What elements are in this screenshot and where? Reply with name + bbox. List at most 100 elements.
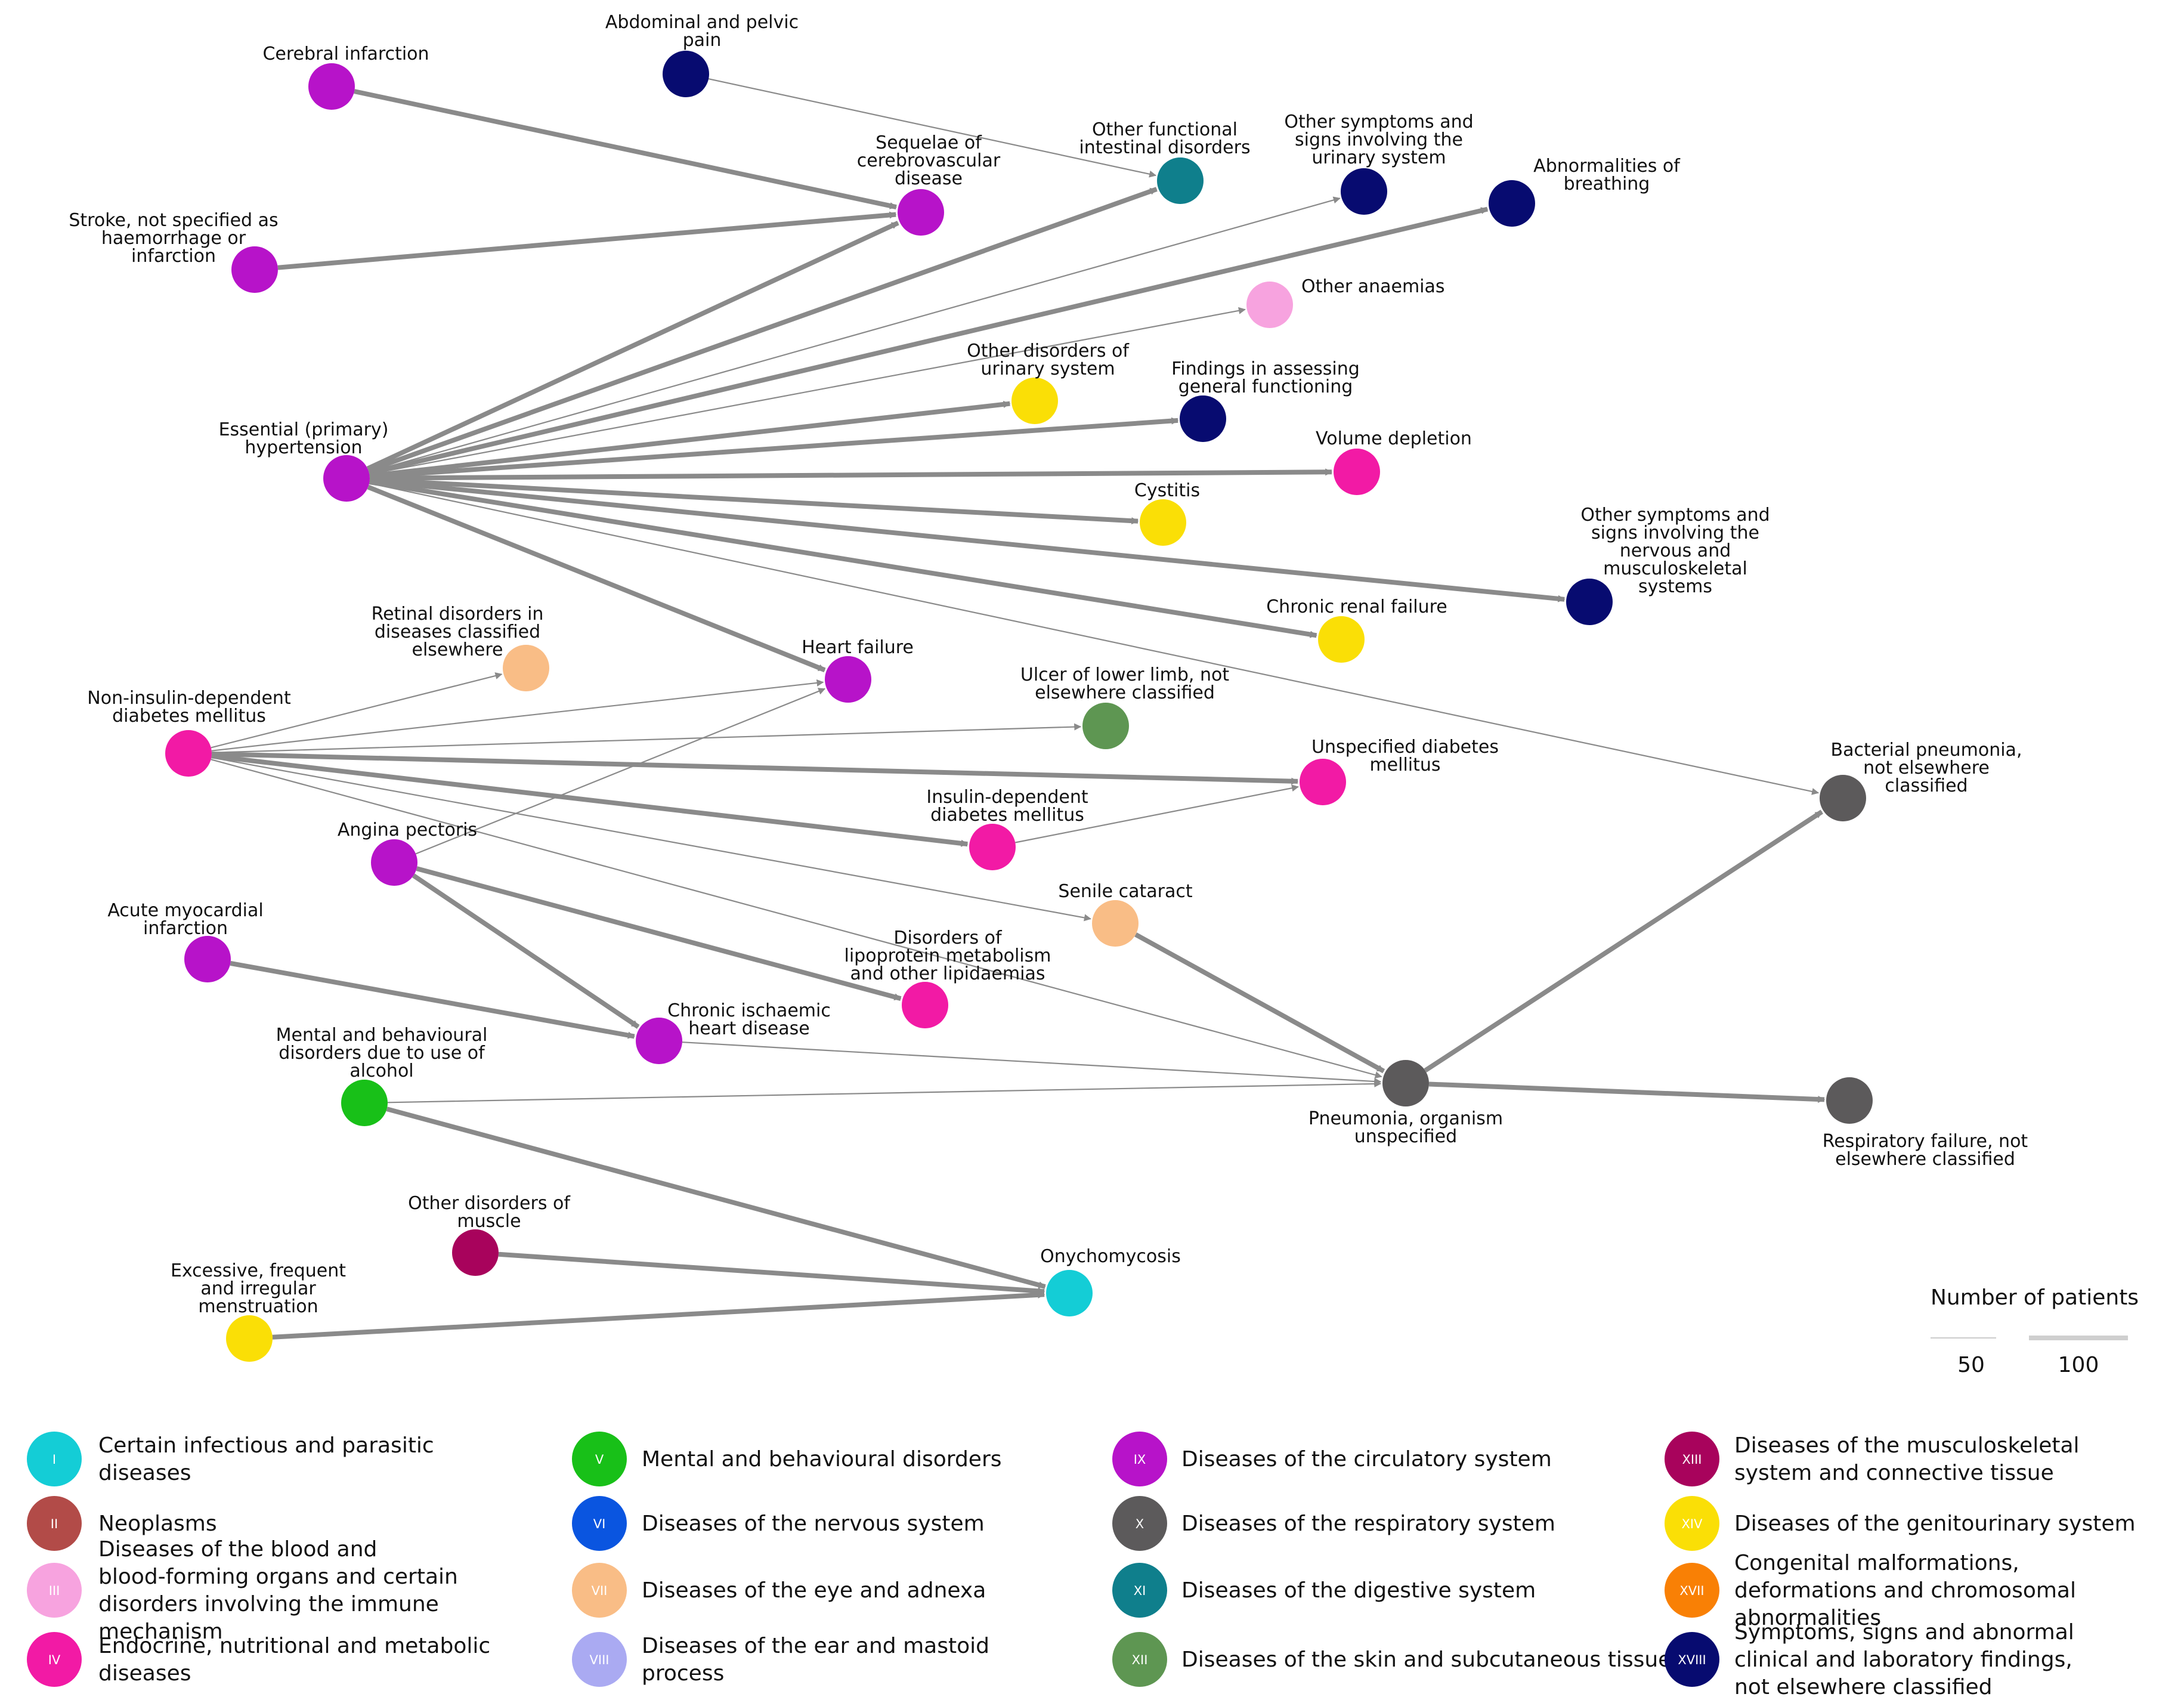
node-circle[interactable] bbox=[1246, 282, 1293, 328]
node-chronic-renal-failure[interactable]: Chronic renal failure bbox=[1266, 596, 1447, 663]
node-circle[interactable] bbox=[902, 982, 948, 1028]
legend-swatch bbox=[1112, 1563, 1167, 1618]
node-circle[interactable] bbox=[1157, 157, 1204, 204]
node-circle[interactable] bbox=[1489, 180, 1535, 227]
legend-numeral: XII bbox=[1132, 1653, 1148, 1667]
node-circle[interactable] bbox=[503, 645, 549, 691]
node-circle[interactable] bbox=[231, 246, 278, 293]
node-circle[interactable] bbox=[1341, 168, 1387, 215]
node-circle[interactable] bbox=[308, 63, 355, 110]
node-circle[interactable] bbox=[1334, 449, 1380, 495]
edge-essential-hypertension-to-volume-depletion bbox=[369, 468, 1333, 481]
node-circle[interactable] bbox=[1826, 1077, 1873, 1124]
size-legend-label-50: 50 bbox=[1957, 1353, 1985, 1377]
node-circle[interactable] bbox=[1092, 900, 1139, 947]
node-circle[interactable] bbox=[184, 936, 231, 982]
edge-acute-myocardial-infarction-to-chronic-ischaemic-heart bbox=[230, 960, 635, 1039]
node-circle[interactable] bbox=[969, 824, 1016, 870]
node-senile-cataract[interactable]: Senile cataract bbox=[1058, 881, 1193, 947]
legend-swatch bbox=[27, 1432, 82, 1486]
node-circle[interactable] bbox=[1011, 378, 1058, 424]
edge-essential-hypertension-to-cystitis bbox=[369, 477, 1139, 525]
legend-numeral: VII bbox=[592, 1584, 608, 1598]
node-essential-hypertension[interactable]: Essential (primary)hypertension bbox=[219, 419, 389, 502]
legend-swatch bbox=[1665, 1496, 1719, 1551]
node-circle[interactable] bbox=[165, 730, 212, 777]
legend-swatch bbox=[572, 1632, 627, 1687]
node-circle[interactable] bbox=[1046, 1270, 1093, 1316]
legend-swatch bbox=[27, 1496, 82, 1551]
edge-essential-hypertension-to-other-symptoms-urinary bbox=[369, 196, 1341, 473]
node-circle[interactable] bbox=[636, 1018, 682, 1064]
legend-swatch bbox=[27, 1563, 82, 1618]
node-label: Angina pectoris bbox=[338, 820, 477, 840]
node-circle[interactable] bbox=[1140, 499, 1186, 546]
node-circle[interactable] bbox=[1318, 616, 1365, 663]
node-circle[interactable] bbox=[825, 656, 871, 703]
node-volume-depletion[interactable]: Volume depletion bbox=[1316, 428, 1472, 495]
node-circle[interactable] bbox=[1820, 775, 1866, 821]
node-circle[interactable] bbox=[1300, 759, 1346, 805]
node-circle[interactable] bbox=[663, 51, 709, 97]
legend-numeral: X bbox=[1136, 1517, 1144, 1531]
node-circle[interactable] bbox=[1180, 395, 1226, 442]
node-other-anaemias[interactable]: Other anaemias bbox=[1246, 276, 1445, 328]
node-label: Other anaemias bbox=[1301, 276, 1445, 297]
node-circle[interactable] bbox=[898, 189, 944, 236]
node-circle[interactable] bbox=[371, 839, 417, 886]
node-circle[interactable] bbox=[1382, 1060, 1429, 1106]
edge-stroke-not-specified-to-sequelae-cerebrovascular bbox=[277, 211, 897, 270]
node-label: Volume depletion bbox=[1316, 428, 1472, 449]
node-circle[interactable] bbox=[226, 1315, 273, 1362]
node-angina-pectoris[interactable]: Angina pectoris bbox=[338, 820, 477, 886]
node-onychomycosis[interactable]: Onychomycosis bbox=[1040, 1246, 1181, 1316]
node-circle[interactable] bbox=[341, 1080, 388, 1126]
node-circle[interactable] bbox=[452, 1229, 499, 1276]
legend-label: Mental and behavioural disorders bbox=[642, 1447, 1002, 1472]
legend-swatch bbox=[572, 1432, 627, 1486]
node-heart-failure[interactable]: Heart failure bbox=[802, 637, 914, 703]
edge-essential-hypertension-to-other-anaemias bbox=[369, 307, 1246, 475]
edge-chronic-ischaemic-heart-to-pneumonia-unspecified bbox=[682, 1041, 1382, 1085]
edges-layer bbox=[211, 78, 1826, 1340]
node-cerebral-infarction[interactable]: Cerebral infarction bbox=[262, 44, 429, 110]
node-circle[interactable] bbox=[1566, 579, 1613, 625]
node-cystitis[interactable]: Cystitis bbox=[1134, 480, 1200, 546]
node-circle[interactable] bbox=[1082, 703, 1129, 749]
node-circle[interactable] bbox=[323, 455, 370, 502]
edge-non-insulin-diabetes-to-ulcer-lower-limb bbox=[211, 723, 1082, 753]
edge-angina-pectoris-to-chronic-ischaemic-heart bbox=[412, 873, 640, 1029]
